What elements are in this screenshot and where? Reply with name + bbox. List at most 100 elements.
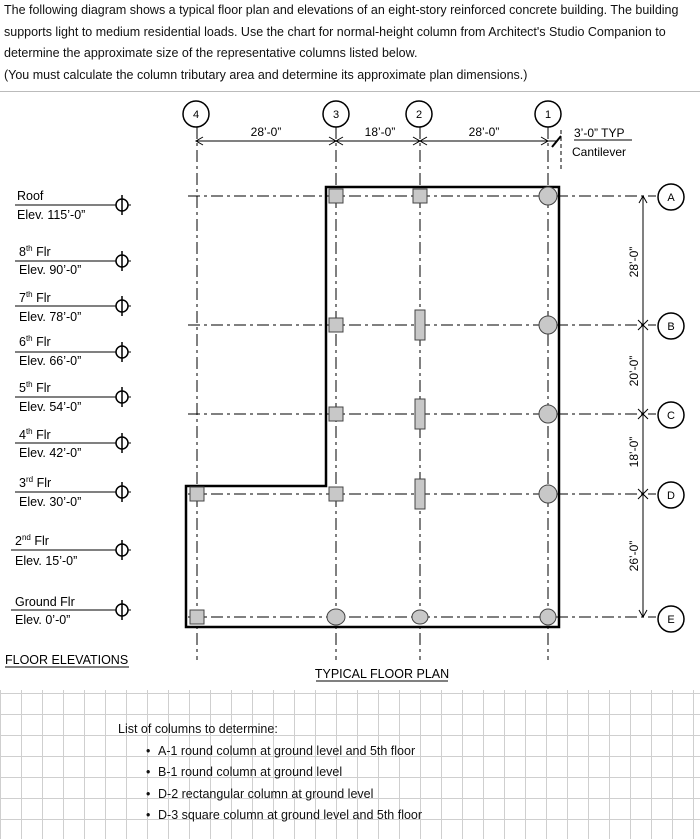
- level-marker-icon: [115, 600, 129, 620]
- intro-line-4: (You must calculate the column tributary…: [4, 67, 528, 82]
- level-elevation: Elev. 42’-0”: [19, 446, 81, 460]
- level-name: 8th Flr: [19, 244, 51, 259]
- level-marker-icon: [115, 433, 129, 453]
- grid-lines-vertical: [196, 127, 549, 660]
- grid-bubble-b: [657, 312, 685, 340]
- cantilever-dimension: 3’-0” TYP: [574, 126, 624, 140]
- level-name: 5th Flr: [19, 380, 51, 395]
- column-d1: [538, 484, 558, 504]
- level-marker-icon: [115, 251, 129, 271]
- level-7th: 7th Flr Elev. 78’-0”: [15, 290, 131, 324]
- column-a3: [328, 188, 344, 204]
- level-elevation: Elev. 54’-0”: [19, 400, 81, 414]
- grid-bubble-c: [657, 401, 685, 429]
- horizontal-dimension-line: [194, 130, 562, 170]
- level-elevation: Elev. 90’-0”: [19, 263, 81, 277]
- building-outline: [184, 185, 561, 629]
- grid-label-2: 2: [416, 109, 422, 121]
- dim-2-1: 28’-0”: [469, 125, 500, 139]
- level-marker-icon: [115, 342, 129, 362]
- columns: [189, 186, 558, 626]
- dim-b-c: 20’-0”: [627, 356, 641, 387]
- level-elevation: Elev. 115’-0”: [17, 208, 85, 222]
- level-name: 4th Flr: [19, 427, 51, 442]
- column-grid-bubbles: [182, 100, 562, 128]
- level-name: 7th Flr: [19, 290, 51, 305]
- level-6th: 6th Flr Elev. 66’-0”: [15, 334, 131, 368]
- intro-line-3: determine the approximate size of the re…: [4, 46, 418, 60]
- level-5th: 5th Flr Elev. 54’-0”: [15, 380, 131, 414]
- grid-bubble-e: [657, 605, 685, 633]
- level-2nd: 2nd Flr Elev. 15’-0”: [11, 533, 131, 568]
- columns-list: List of columns to determine: A-1 round …: [118, 719, 422, 827]
- grid-bubble-a: [657, 183, 685, 211]
- level-name: 3rd Flr: [19, 475, 51, 490]
- dim-d-e: 26’-0”: [627, 541, 641, 572]
- dim-3-2: 18’-0”: [365, 125, 396, 139]
- column-e4: [189, 609, 205, 625]
- column-c2: [414, 398, 426, 430]
- column-d2: [414, 478, 426, 510]
- grid-label-3: 3: [333, 109, 339, 121]
- grid-bubble-2: [405, 100, 433, 128]
- column-e1: [539, 608, 557, 626]
- level-3rd: 3rd Flr Elev. 30’-0”: [15, 475, 131, 509]
- drawing-area: 4 3 2 1 A B C D E: [0, 92, 700, 690]
- level-8th: 8th Flr Elev. 90’-0”: [15, 244, 131, 277]
- grid-label-c: C: [667, 410, 675, 422]
- column-d3: [328, 486, 344, 502]
- drawing-svg: 4 3 2 1 A B C D E: [5, 100, 685, 682]
- level-marker-icon: [115, 195, 129, 215]
- column-c3: [328, 406, 344, 422]
- intro-line-2: supports light to medium residential loa…: [4, 24, 666, 39]
- column-b1: [538, 315, 558, 335]
- column-a1: [538, 186, 558, 206]
- level-markers: [115, 195, 129, 620]
- column-d4: [189, 486, 205, 502]
- level-marker-icon: [115, 482, 129, 502]
- grid-label-e: E: [667, 614, 674, 626]
- level-marker-icon: [115, 540, 129, 560]
- level-roof: Roof Elev. 115’-0”: [15, 189, 131, 222]
- grid-label-a: A: [667, 192, 675, 204]
- column-b2: [414, 309, 426, 341]
- level-marker-icon: [115, 387, 129, 407]
- floor-elevations: Roof Elev. 115’-0” 8th Flr Elev. 90’-0” …: [11, 189, 131, 627]
- plan-title: TYPICAL FLOOR PLAN: [315, 667, 449, 681]
- dim-4-3: 28’-0”: [251, 125, 282, 139]
- level-elevation: Elev. 0’-0”: [15, 613, 70, 627]
- level-name: Roof: [17, 189, 44, 203]
- grid-label-d: D: [667, 490, 675, 502]
- cantilever-label: Cantilever: [572, 145, 626, 159]
- column-e2: [411, 609, 429, 625]
- grid-bubble-1: [534, 100, 562, 128]
- level-ground: Ground Flr Elev. 0’-0”: [11, 595, 131, 627]
- list-item: D-3 square column at ground level and 5t…: [146, 805, 422, 827]
- level-elevation: Elev. 15’-0”: [15, 554, 77, 568]
- elevations-title: FLOOR ELEVATIONS: [5, 653, 128, 667]
- dim-a-b: 28’-0”: [627, 247, 641, 278]
- grid-label-4: 4: [193, 109, 199, 121]
- level-name: Ground Flr: [15, 595, 75, 609]
- columns-list-heading: List of columns to determine:: [118, 722, 278, 736]
- level-elevation: Elev. 66’-0”: [19, 354, 81, 368]
- level-marker-icon: [115, 296, 129, 316]
- level-name: 2nd Flr: [15, 533, 49, 548]
- grid-bubble-3: [322, 100, 350, 128]
- column-b3: [328, 317, 344, 333]
- column-e3: [326, 608, 346, 626]
- level-elevation: Elev. 30’-0”: [19, 495, 81, 509]
- row-grid-bubbles: [657, 183, 685, 633]
- level-4th: 4th Flr Elev. 42’-0”: [15, 427, 131, 460]
- column-a2: [412, 188, 428, 204]
- level-name: 6th Flr: [19, 334, 51, 349]
- list-item: D-2 rectangular column at ground level: [146, 784, 422, 806]
- dim-c-d: 18’-0”: [627, 437, 641, 468]
- intro-line-1: The following diagram shows a typical fl…: [4, 3, 679, 17]
- level-elevation: Elev. 78’-0”: [19, 310, 81, 324]
- grid-bubble-4: [182, 100, 210, 128]
- grid-label-1: 1: [545, 109, 551, 121]
- list-item: B-1 round column at ground level: [146, 762, 422, 784]
- column-c1: [538, 404, 558, 424]
- problem-statement: The following diagram shows a typical fl…: [0, 0, 700, 92]
